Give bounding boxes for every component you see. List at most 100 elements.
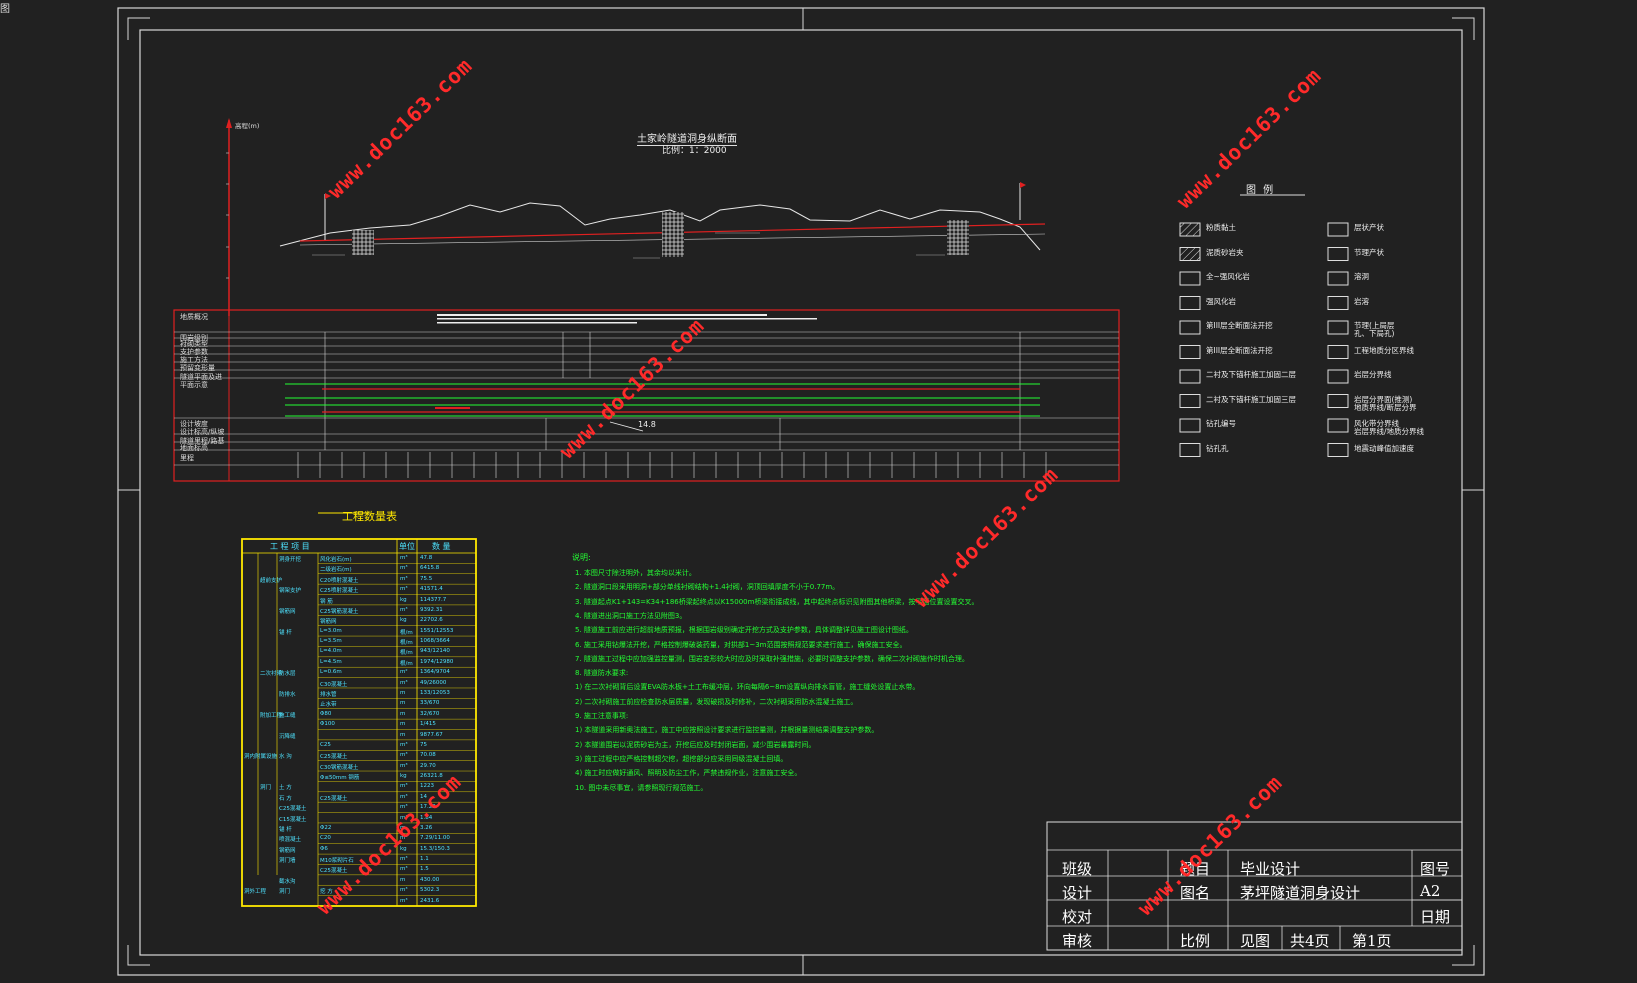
qt-cell: 49/26000 bbox=[420, 679, 447, 686]
title-block-cell: 班级 bbox=[1062, 860, 1093, 878]
title-block-cell: A2 bbox=[1420, 882, 1441, 900]
qt-cell: 133/12053 bbox=[420, 689, 450, 696]
qt-cell: 1551/12553 bbox=[420, 627, 454, 634]
profile-row-label: 里程 bbox=[180, 454, 194, 462]
qt-cell: L=4.5m bbox=[320, 658, 342, 665]
qt-cell: m³ bbox=[400, 679, 408, 686]
profile-row-label: 支护参数 bbox=[180, 348, 208, 356]
legend-item: 风化带分界线 岩层界线/地质分界线 bbox=[1354, 419, 1425, 436]
qt-cell: 洞外工程 bbox=[244, 889, 267, 896]
title-block-cell: 茅坪隧道洞身设计 bbox=[1240, 884, 1361, 902]
qt-cell: 33/670 bbox=[420, 700, 440, 707]
legend-item: 地震动峰值加速度 bbox=[1354, 443, 1414, 453]
note-line: 3. 隧道起点K1+143=K34+186桥梁起终点以K15000m桥梁衔接成线… bbox=[575, 597, 979, 606]
title-block-cell: 见图 bbox=[1240, 932, 1271, 950]
qt-cell: m³ bbox=[400, 586, 408, 593]
qt-cell: 430.00 bbox=[420, 876, 440, 883]
qt-cell: 钢筋网 bbox=[320, 619, 337, 626]
qt-cell: 洞门 bbox=[279, 889, 291, 896]
profile-row-label: 设计坡度 bbox=[180, 420, 208, 428]
legend-item: 岩溶 bbox=[1354, 296, 1369, 306]
legend-item: 岩层分界面(推测) 地质界线/断层分界 bbox=[1354, 394, 1417, 412]
note-line: 2) 本隧道围岩以泥质砂岩为主，开挖后应及时封闭岩面，减少围岩暴露时间。 bbox=[575, 740, 816, 749]
qt-cell: L=3.5m bbox=[320, 638, 342, 645]
title-block-cell: 图号 bbox=[1420, 860, 1451, 878]
note-line: 5. 隧道施工前应进行超前地质预报，根据围岩级别确定开挖方式及支护参数，具体调整… bbox=[575, 626, 913, 635]
qt-cell: m³ bbox=[400, 752, 408, 759]
qt-cell: C25混凝土 bbox=[320, 795, 348, 802]
qt-cell: 根/m bbox=[400, 660, 413, 667]
qt-cell: 喷混凝土 bbox=[279, 837, 302, 844]
qt-cell: m³ bbox=[400, 783, 408, 790]
qt-cell: 943/12140 bbox=[420, 648, 450, 655]
qt-cell: 70.08 bbox=[420, 752, 436, 759]
profile-row-label: 地质概况 bbox=[180, 313, 208, 321]
profile-row-label: 地面标高 bbox=[180, 444, 208, 452]
qt-cell: m² bbox=[400, 669, 408, 676]
qt-cell: m² bbox=[400, 835, 408, 842]
legend-item: 二衬及下锚杆施工加固三层 bbox=[1206, 394, 1296, 404]
qt-cell: m bbox=[400, 731, 406, 738]
qt-cell: 1223 bbox=[420, 783, 434, 790]
legend-item: 全~强风化岩 bbox=[1206, 272, 1250, 281]
qt-cell: m³ bbox=[400, 866, 408, 873]
qt-cell: 1.5 bbox=[420, 866, 429, 873]
profile-row-label: 衬砌类型 bbox=[180, 340, 208, 348]
qt-cell: kg bbox=[400, 845, 407, 852]
legend-item: 溶洞 bbox=[1354, 272, 1369, 281]
qt-cell: m bbox=[400, 700, 406, 707]
qt-cell: 钢架支护 bbox=[279, 588, 302, 595]
note-line: 1. 本图尺寸除注明外，其余均以米计。 bbox=[575, 569, 696, 577]
qt-cell: 钢筋网 bbox=[279, 847, 296, 854]
qt-cell: m³ bbox=[400, 814, 408, 821]
qt-cell: kg bbox=[400, 773, 407, 780]
legend-item: 节理产状 bbox=[1354, 247, 1384, 257]
qt-cell: 洞门墙 bbox=[279, 858, 296, 865]
qt-cell: 75.5 bbox=[420, 575, 433, 582]
legend-item: 层状产状 bbox=[1354, 223, 1384, 232]
qt-cell: C25混凝土 bbox=[279, 806, 307, 813]
note-line: 4) 施工时应做好通风、照明及防尘工作，严禁违规作业，注意施工安全。 bbox=[575, 769, 802, 778]
profile-row-label: 平面示意 bbox=[180, 381, 208, 389]
title-block-cell: 比例 bbox=[1180, 932, 1211, 950]
qt-cell: 7.29/11.00 bbox=[420, 835, 450, 842]
quantity-table-title: 工程数量表 bbox=[342, 510, 397, 523]
note-line: 1) 在二次衬砌背后设置EVA防水板+土工布缓冲层，环向每隔6~8m设置纵向排水… bbox=[575, 683, 920, 692]
qt-cell: C25混凝土 bbox=[320, 868, 348, 875]
qt-cell: 2431.6 bbox=[420, 897, 440, 904]
title-block-cell: 图名 bbox=[1180, 884, 1211, 902]
title-block-cell: 设计 bbox=[1062, 884, 1093, 902]
qt-cell: 防水层 bbox=[279, 671, 296, 678]
legend-item: 强风化岩 bbox=[1206, 296, 1236, 306]
qt-cell: 14 bbox=[420, 793, 427, 800]
qt-header: 单位 bbox=[399, 542, 415, 551]
note-line: 8. 隧道防水要求: bbox=[575, 669, 629, 678]
qt-cell: m³ bbox=[400, 555, 408, 561]
legend-item: 钻孔编号 bbox=[1206, 419, 1236, 428]
qt-cell: m³ bbox=[400, 897, 408, 904]
profile-row-label: 围岩级别 bbox=[180, 334, 208, 342]
qt-cell: C25钢筋混凝土 bbox=[320, 608, 359, 615]
qt-cell: C20 bbox=[320, 835, 331, 842]
qt-cell: Φ6 bbox=[320, 845, 328, 852]
legend-item: 节理(上局层 孔、下局孔) bbox=[1354, 321, 1395, 338]
qt-cell: C30钢筋混凝土 bbox=[320, 764, 359, 771]
note-line: 6. 施工采用钻爆法开挖，严格控制爆破装药量，对拱部1~3m范围按照规范要求进行… bbox=[575, 640, 907, 649]
profile-scale: 比例：1：2000 bbox=[662, 146, 727, 156]
qt-cell: 钢 筋 bbox=[320, 598, 333, 605]
qt-cell: Φ≤50mm 钢筋 bbox=[320, 775, 360, 782]
qt-cell: 截水沟 bbox=[279, 878, 296, 885]
qt-header: 工 程 项 目 bbox=[270, 542, 310, 551]
qt-cell: 1974/12980 bbox=[420, 658, 454, 665]
qt-cell: 1/415 bbox=[420, 721, 436, 728]
note-line: 1) 本隧道采用新奥法施工，施工中应按照设计要求进行监控量测，并根据量测结果调整… bbox=[575, 726, 879, 735]
qt-cell: m³ bbox=[400, 887, 408, 894]
qt-cell: 根/m bbox=[400, 640, 413, 647]
profile-row-label: 隧道里程/路基 bbox=[180, 437, 225, 445]
qt-cell: 石 方 bbox=[279, 795, 292, 802]
qt-cell: m bbox=[400, 876, 406, 883]
qt-cell: 9392.31 bbox=[420, 606, 443, 613]
qt-cell: m bbox=[400, 824, 406, 831]
qt-cell: L=4.0m bbox=[320, 648, 342, 655]
